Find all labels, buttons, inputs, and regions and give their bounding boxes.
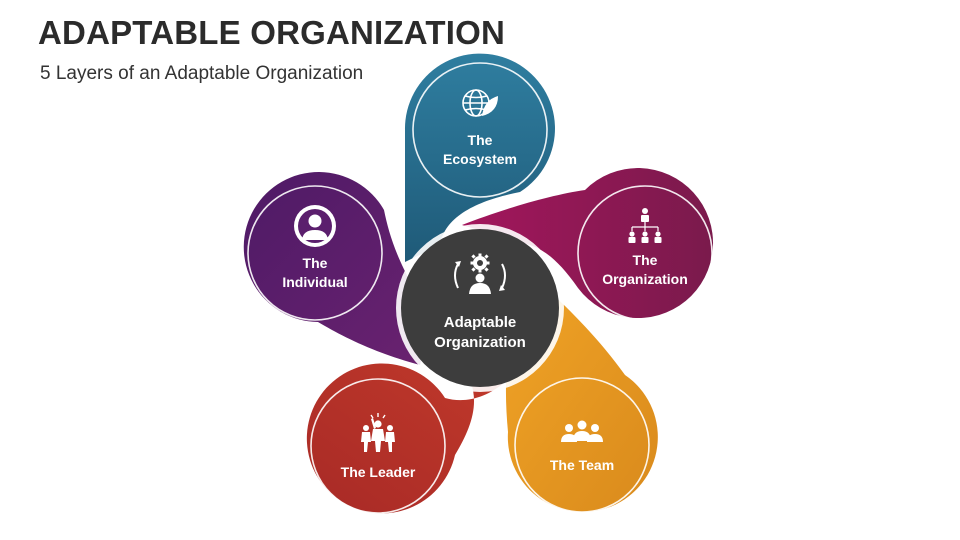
team-label: The Team [550,457,614,473]
layer-organization: The Organization [462,168,714,321]
center-label-line2: Organization [434,334,526,351]
leader-ring [310,378,446,514]
gear-person-cycle-icon [454,253,506,294]
layer-leader: The Leader [306,360,525,514]
individual-ring [247,185,383,321]
organization-label-line1: The [633,252,658,268]
individual-petal [243,172,432,365]
ecosystem-ring [412,62,548,198]
center-hub: Adaptable Organization [396,224,564,392]
layer-individual: The Individual [243,172,432,365]
organization-label-line2: Organization [602,271,688,287]
page-subtitle: 5 Layers of an Adaptable Organization [40,63,364,84]
leader-label: The Leader [341,464,416,480]
individual-label-line1: The [303,255,328,271]
leader-petal [306,360,525,514]
team-ring [514,377,650,513]
page-title: ADAPTABLE ORGANIZATION [38,14,505,51]
individual-label-line2: Individual [282,274,347,290]
ecosystem-petal [404,53,555,262]
globe-leaf-icon [462,89,498,117]
organization-petal [462,168,714,319]
person-icon [294,205,336,247]
ecosystem-label-line1: The [468,132,493,148]
org-chart-icon [628,208,662,243]
ecosystem-label-line2: Ecosystem [443,151,517,167]
team-icon [561,420,603,442]
center-label-line1: Adaptable [444,314,517,331]
organization-ring [577,185,713,321]
center-circle [401,229,559,387]
layer-ecosystem: The Ecosystem [404,53,555,262]
leader-icon [361,413,395,452]
